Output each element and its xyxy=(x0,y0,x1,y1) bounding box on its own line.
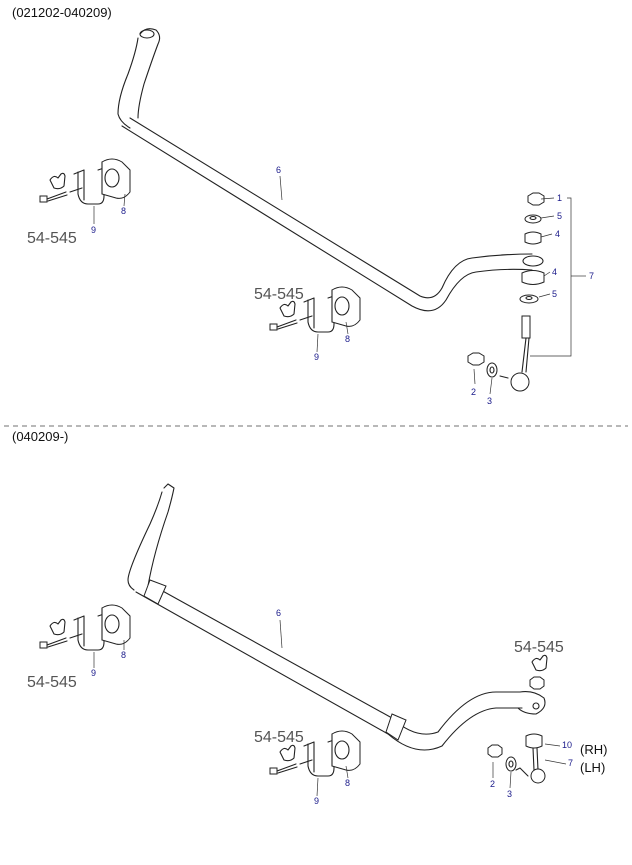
side-rh: (RH) xyxy=(580,742,608,757)
label-bushing-left-bottom: 8 xyxy=(121,650,127,660)
label-nut-top: 1 xyxy=(557,193,563,203)
label-link-assembly-top: 7 xyxy=(589,271,595,281)
label-bracket-left-bottom: 9 xyxy=(91,668,97,678)
label-bracket-left-top: 9 xyxy=(91,225,97,235)
link-bottom xyxy=(487,654,548,784)
label-bracket-mid-bottom: 9 xyxy=(314,796,320,806)
label-washer-small-top: 3 xyxy=(487,396,493,406)
label-stabilizer-bar-top: 6 xyxy=(276,165,282,175)
label-bushing-mid-top: 8 xyxy=(345,334,351,344)
leaders-top xyxy=(473,197,586,395)
link-stack-top xyxy=(467,192,545,392)
ref-54-545-left-top[interactable]: 54-545 xyxy=(27,230,77,247)
ref-54-545-end-bottom[interactable]: 54-545 xyxy=(514,639,564,656)
label-nut-bottom: 2 xyxy=(490,779,496,789)
side-lh: (LH) xyxy=(580,760,606,775)
stabilizer-bar-top xyxy=(117,28,544,312)
label-bushing-upper-top: 4 xyxy=(555,229,561,239)
section-header-top: (021202-040209) xyxy=(12,5,112,20)
label-washer-upper-top: 5 xyxy=(557,211,563,221)
label-link-lh-bottom: 7 xyxy=(568,758,574,768)
ref-54-545-mid-bottom[interactable]: 54-545 xyxy=(254,729,304,746)
ref-54-545-mid-top[interactable]: 54-545 xyxy=(254,286,304,303)
ref-54-545-left-bottom[interactable]: 54-545 xyxy=(27,674,77,691)
label-bushing-mid-bottom: 8 xyxy=(345,778,351,788)
leaders-bottom xyxy=(492,743,567,789)
stabilizer-bar-bottom xyxy=(127,483,546,751)
label-link-rh-bottom: 10 xyxy=(562,740,573,750)
clamp-leaders xyxy=(93,175,349,797)
label-bushing-lower-top: 4 xyxy=(552,267,558,277)
label-washer-lower-top: 5 xyxy=(552,289,558,299)
label-nut-lower-top: 2 xyxy=(471,387,477,397)
label-bracket-mid-top: 9 xyxy=(314,352,320,362)
section-header-bottom: (040209-) xyxy=(12,429,69,444)
label-bushing-left-top: 8 xyxy=(121,206,127,216)
label-stabilizer-bar-bottom: 6 xyxy=(276,608,282,618)
label-washer-bottom: 3 xyxy=(507,789,513,799)
